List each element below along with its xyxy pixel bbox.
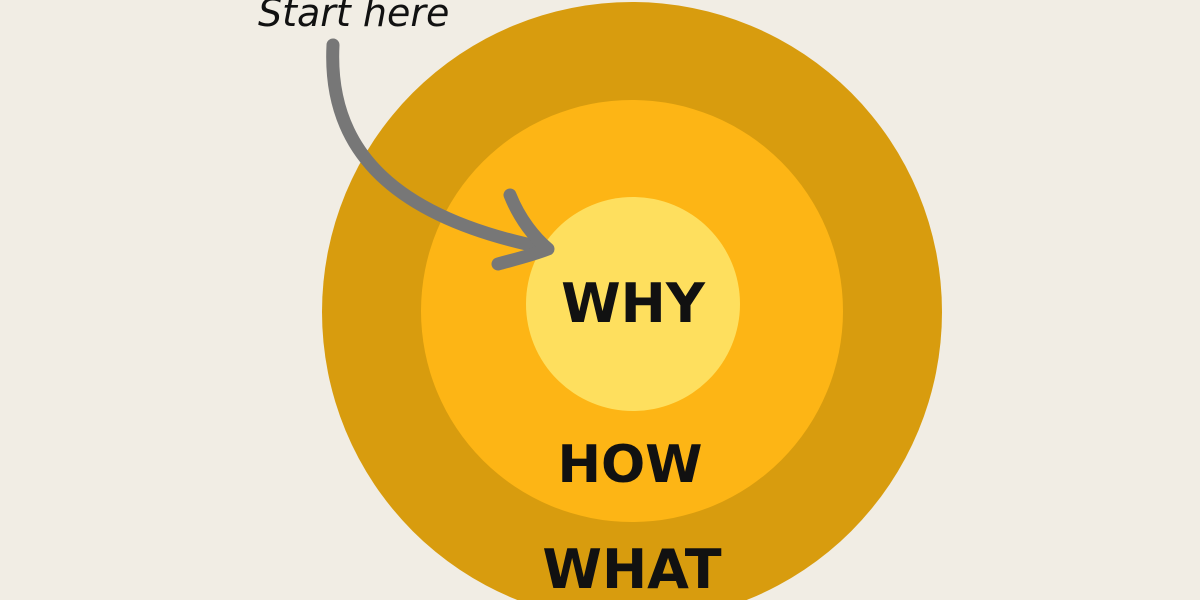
inner-circle-why bbox=[526, 197, 740, 411]
what-label: WHAT bbox=[542, 538, 721, 600]
how-label: HOW bbox=[557, 435, 702, 495]
arrow-icon bbox=[326, 38, 555, 271]
start-here-annotation: Start here bbox=[258, 0, 449, 35]
why-label: WHY bbox=[561, 272, 706, 335]
